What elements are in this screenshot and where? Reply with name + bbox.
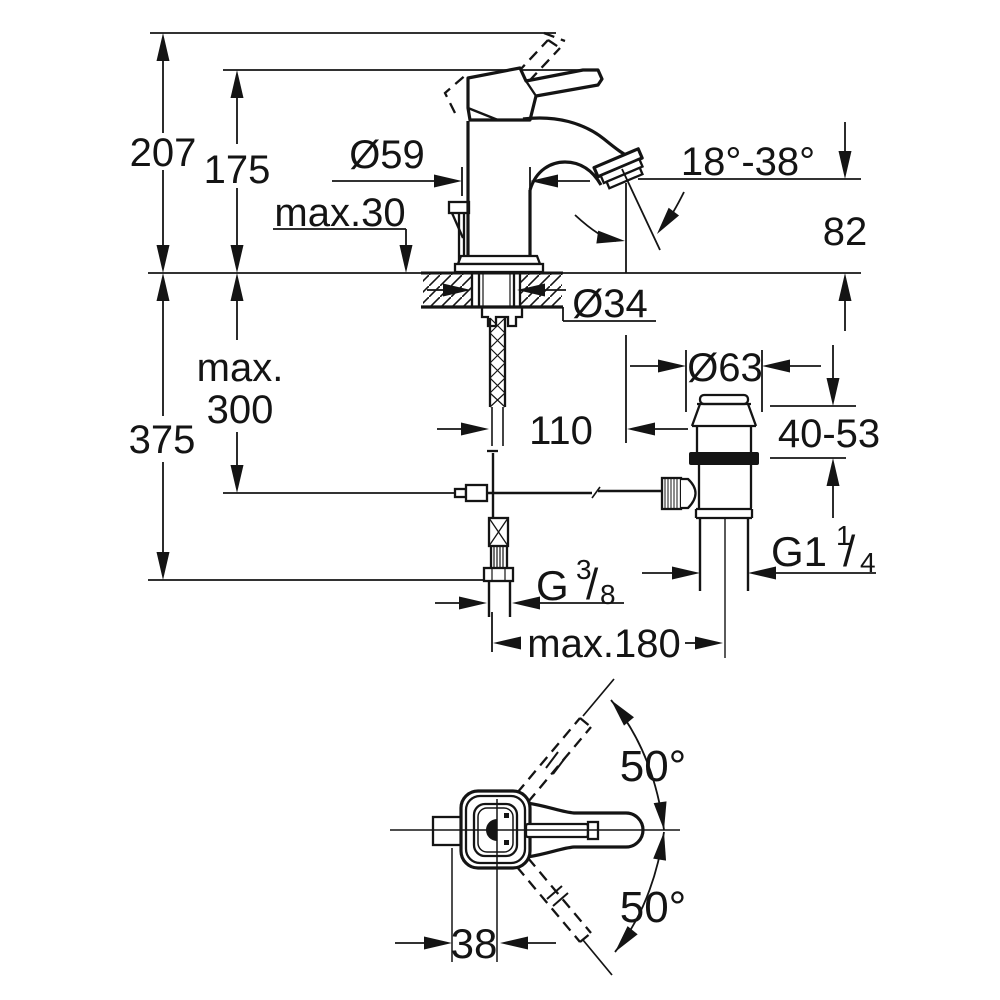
side-tab [431,815,465,847]
dim-hose-length-label: max.180 [527,622,680,666]
waste-tailpipe [698,518,750,591]
dim-deck-thickness-label: max.30 [274,191,405,235]
dim-overall-height: 207 [130,33,197,273]
dim-handle-offset-label: 38 [451,920,498,967]
dim-body-diameter-label: Ø59 [349,133,425,177]
waste-thread-sup: 1 [836,520,852,551]
dim-spout-projection: 110 [437,409,688,453]
threaded-stud [487,317,507,453]
waste-rod-knob [660,476,697,511]
hose-thread-main: G [536,562,569,609]
hose-thread-slash: / [586,560,599,609]
dim-waste-flange: Ø63 [630,346,821,412]
dim-swing-upper-label: 50° [620,742,687,791]
base-upper [456,254,542,266]
dim-hole-diameter: Ø34 [427,282,656,326]
waste-thread-sub: 4 [860,547,876,578]
dim-total-below-deck-label: 375 [129,418,196,462]
waste-gasket [689,452,759,465]
faucet-side [443,31,645,274]
dim-outlet-height-label: 82 [823,210,868,254]
dim-body-diameter: Ø59 [332,133,590,196]
base-plate [453,262,545,274]
dim-total-below-deck: 375 [129,273,196,580]
swing-arcs [606,695,671,957]
dim-swing-lower-label: 50° [620,883,687,932]
dim-outlet-height: 82 [823,122,868,331]
waste-plug-cap [698,393,750,406]
dim-spout-projection-label: 110 [529,409,593,453]
handle-joint-line [525,80,537,97]
dim-max-below-deck: max. 300 [197,273,284,493]
dim-waste-flange-label: Ø63 [687,346,763,390]
supply-hose [482,516,515,617]
linkage-and-hose [453,453,662,617]
handle-swing-dashed [516,678,615,976]
dim-max-below-deck-label2: 300 [207,388,274,432]
rod-coupler [464,483,489,503]
dim-overall-height-label: 207 [130,131,197,175]
hose-nut [482,566,515,583]
popup-waste [660,393,759,658]
waste-thread-slash: / [843,527,856,576]
side-view: 207 175 Ø59 max.30 [129,31,880,666]
aerator [592,147,645,190]
handle-base-line [467,106,499,122]
dim-waste-deck-range: 40-53 [770,345,880,518]
dimension-annotations: 207 175 Ø59 max.30 [129,33,880,666]
dim-aerator-angle-label: 18°-38° [681,140,815,184]
outlet-angle-annotation [574,168,685,443]
hose-thread-sup: 3 [576,554,592,585]
dim-handle-height: 175 [204,70,271,273]
hose-thread-sub: 8 [600,579,616,610]
dim-waste-thread: G1 1 / 4 [642,520,876,580]
mounting-nut [480,305,524,328]
dim-hose-length: max.180 [491,612,723,666]
spout-outer [522,116,637,162]
dim-max-below-deck-label1: max. [197,346,284,390]
dim-waste-deck-range-label: 40-53 [778,412,880,456]
dim-handle-height-label: 175 [204,148,271,192]
dim-handle-offset: 38 [395,920,556,967]
spout-inner [528,160,603,191]
waste-thread-main: G1 [771,528,827,575]
dim-hose-thread: G 3 / 8 [435,554,624,610]
dim-hole-diameter-label: Ø34 [572,282,648,326]
dim-deck-thickness: max.30 [273,191,413,273]
top-view: 50° 50° 38 [390,678,687,976]
